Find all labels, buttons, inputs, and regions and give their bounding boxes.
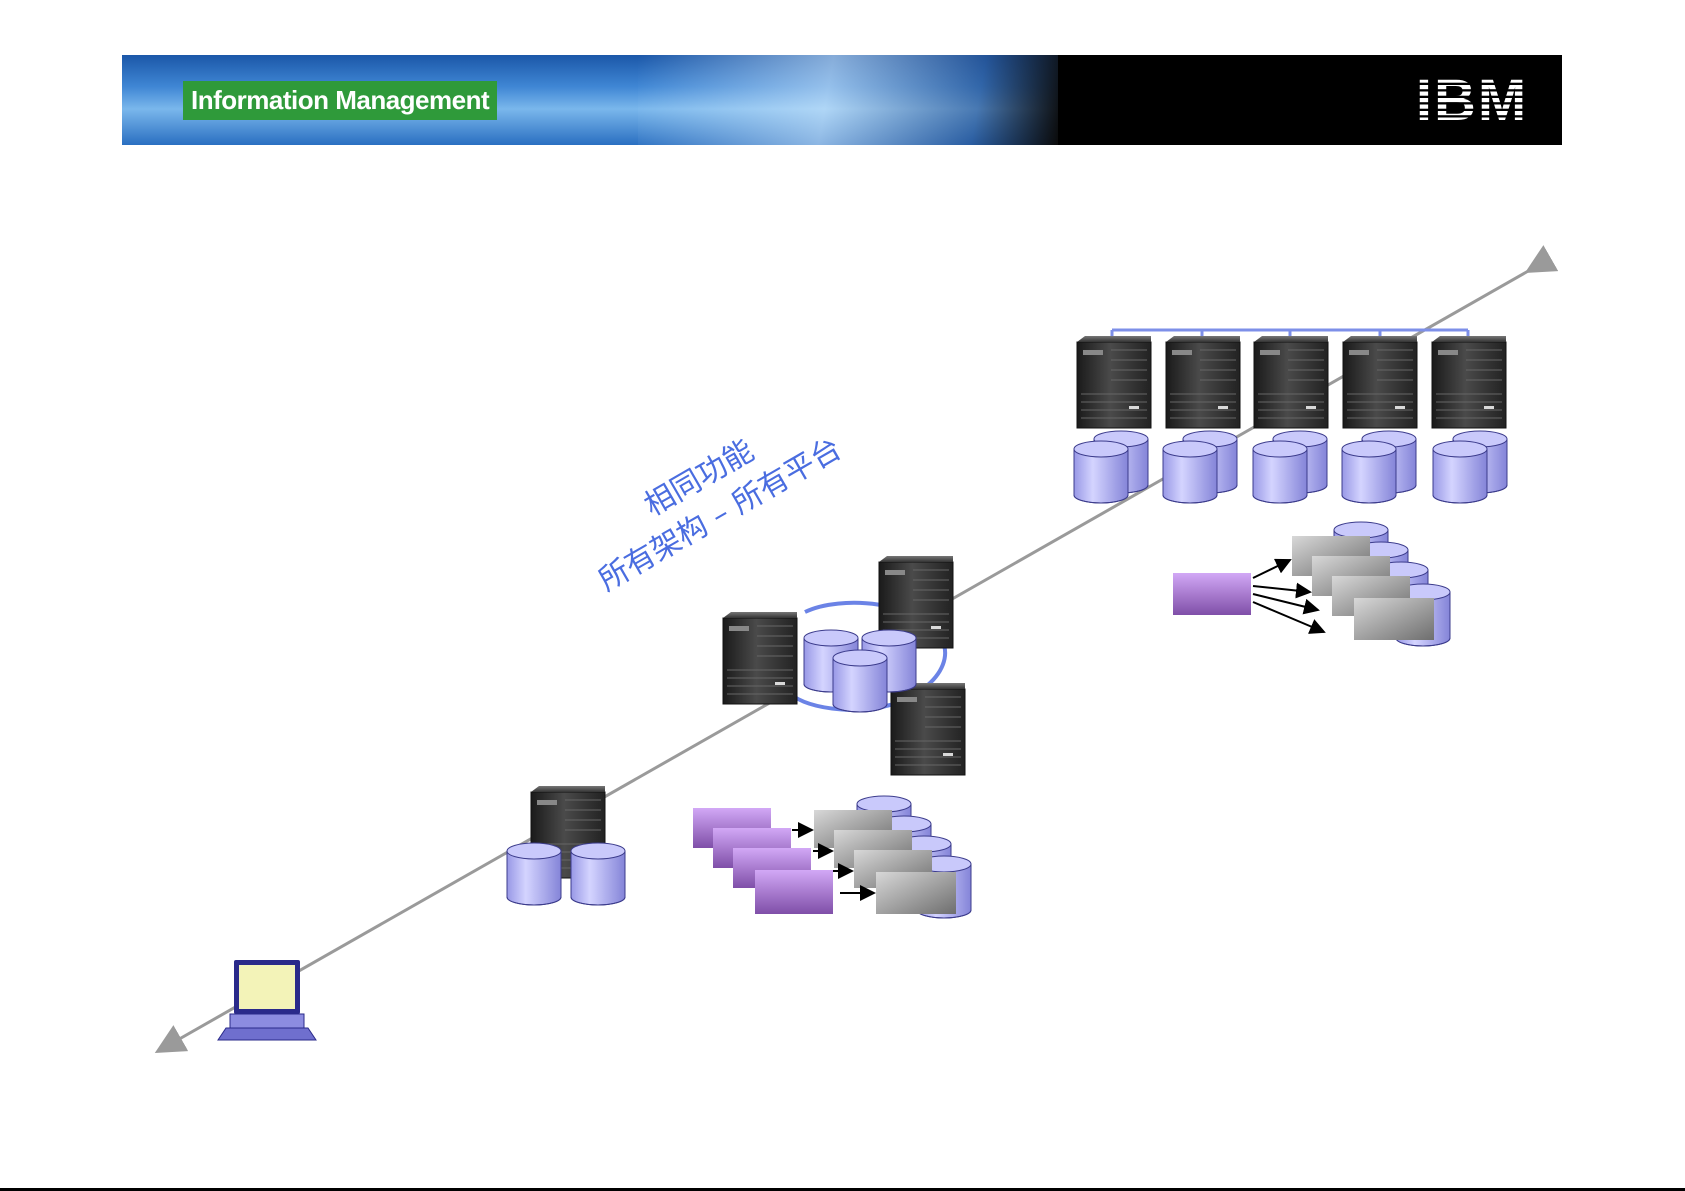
partition-box [1354, 598, 1434, 640]
database-cylinder-icon [507, 843, 561, 905]
database-cylinder-icon [833, 650, 887, 712]
database-cylinder-icon [1342, 441, 1396, 503]
process-box [1173, 573, 1251, 615]
database-cylinder-icon [571, 843, 625, 905]
database-cylinder-icon [1433, 441, 1487, 503]
server-icon [1343, 336, 1417, 428]
mpp-cluster [1074, 330, 1507, 503]
server-icon [1166, 336, 1240, 428]
server-icon [1432, 336, 1506, 428]
server-icon [1254, 336, 1328, 428]
single-server-node [507, 786, 625, 905]
database-cylinder-icon [1074, 441, 1128, 503]
server-icon [723, 612, 797, 704]
server-icon [1077, 336, 1151, 428]
laptop-icon [218, 960, 316, 1040]
inter-partition-parallelism [1173, 522, 1450, 646]
intra-partition-parallelism [693, 796, 971, 918]
database-cylinder-icon [1253, 441, 1307, 503]
server-icon [891, 683, 965, 775]
partition-box [876, 872, 956, 914]
process-box [755, 870, 833, 914]
database-cylinder-icon [1163, 441, 1217, 503]
shared-disk-cluster [723, 556, 965, 775]
